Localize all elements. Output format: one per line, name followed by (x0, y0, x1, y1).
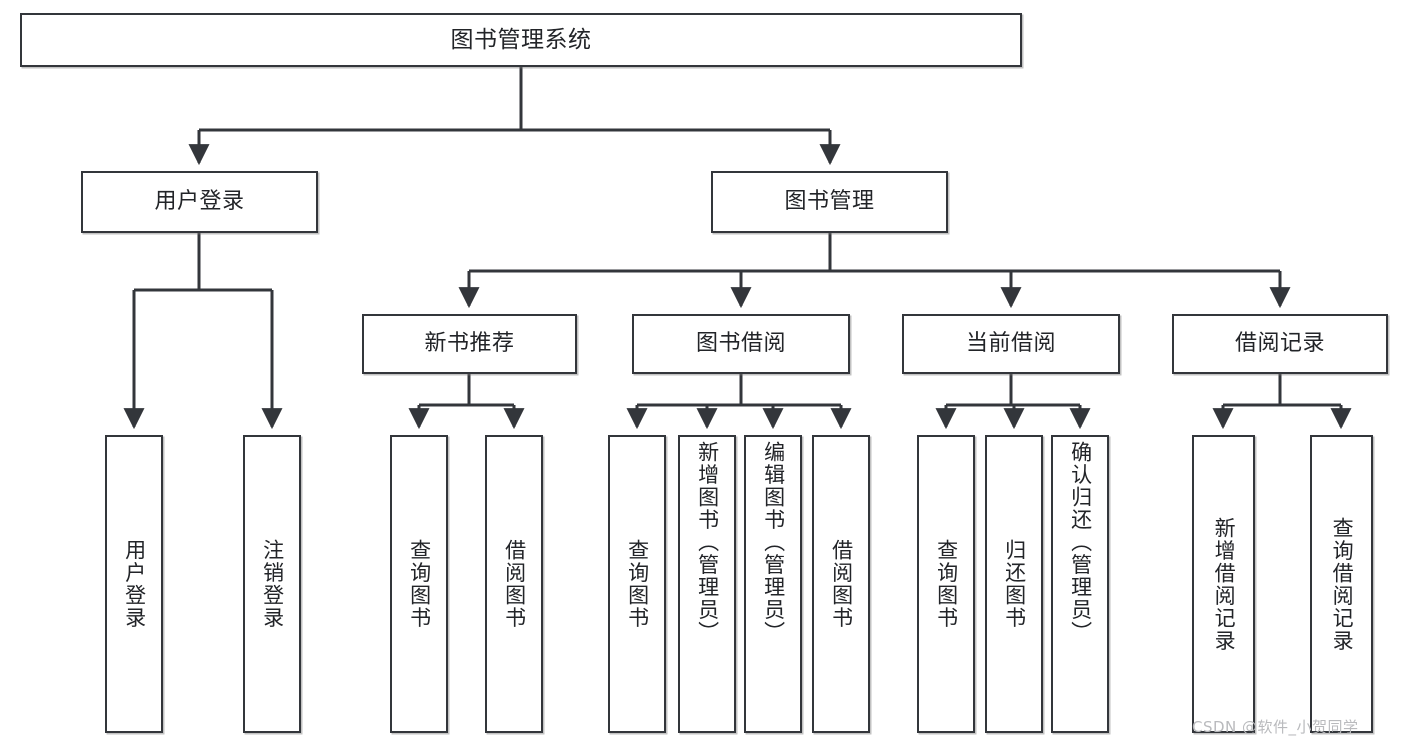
leaf-confirm-return[interactable]: 确认归还（管理员） (1051, 435, 1109, 733)
leaf-edit-book-label: 编辑图书（管理员） (761, 441, 786, 644)
leaf-query-book-recommend-label: 查询图书 (407, 539, 432, 629)
leaf-borrow-book[interactable]: 借阅图书 (812, 435, 870, 733)
leaf-user-login[interactable]: 用户登录 (105, 435, 163, 733)
leaf-add-book-label: 新增图书（管理员） (695, 441, 720, 644)
leaf-query-borrow-record-label: 查询借阅记录 (1330, 516, 1355, 652)
node-root-label: 图书管理系统 (450, 26, 592, 53)
leaf-add-borrow-record-label: 新增借阅记录 (1212, 516, 1237, 652)
leaf-confirm-return-label: 确认归还（管理员） (1068, 441, 1093, 644)
leaf-return-book-label: 归还图书 (1002, 539, 1027, 629)
node-book-manage[interactable]: 图书管理 (711, 171, 948, 233)
leaf-query-book-borrow[interactable]: 查询图书 (608, 435, 666, 733)
csdn-watermark: CSDN @软件_小贺同学 (1192, 718, 1359, 736)
leaf-logout-label: 注销登录 (260, 539, 285, 629)
leaf-borrow-book-recommend[interactable]: 借阅图书 (485, 435, 543, 733)
leaf-return-book[interactable]: 归还图书 (985, 435, 1043, 733)
node-user-login-label: 用户登录 (154, 189, 245, 215)
leaf-query-book-borrow-label: 查询图书 (625, 539, 650, 629)
node-book-borrow[interactable]: 图书借阅 (632, 314, 850, 374)
node-new-book-recommend[interactable]: 新书推荐 (362, 314, 577, 374)
leaf-query-book-current-label: 查询图书 (934, 539, 959, 629)
leaf-user-login-label: 用户登录 (122, 539, 147, 629)
node-new-book-recommend-label: 新书推荐 (424, 331, 515, 357)
node-current-borrow-label: 当前借阅 (965, 331, 1056, 357)
leaf-add-borrow-record[interactable]: 新增借阅记录 (1192, 435, 1255, 733)
leaf-logout[interactable]: 注销登录 (243, 435, 301, 733)
node-user-login[interactable]: 用户登录 (81, 171, 318, 233)
node-book-borrow-label: 图书借阅 (695, 331, 786, 357)
node-borrow-record[interactable]: 借阅记录 (1172, 314, 1388, 374)
leaf-borrow-book-label: 借阅图书 (829, 539, 854, 629)
leaf-edit-book[interactable]: 编辑图书（管理员） (744, 435, 802, 733)
node-book-manage-label: 图书管理 (784, 189, 875, 215)
leaf-query-borrow-record[interactable]: 查询借阅记录 (1310, 435, 1373, 733)
leaf-add-book[interactable]: 新增图书（管理员） (678, 435, 736, 733)
node-root[interactable]: 图书管理系统 (20, 13, 1022, 67)
leaf-borrow-book-recommend-label: 借阅图书 (502, 539, 527, 629)
leaf-query-book-current[interactable]: 查询图书 (917, 435, 975, 733)
node-current-borrow[interactable]: 当前借阅 (902, 314, 1120, 374)
leaf-query-book-recommend[interactable]: 查询图书 (390, 435, 448, 733)
node-borrow-record-label: 借阅记录 (1234, 331, 1325, 357)
